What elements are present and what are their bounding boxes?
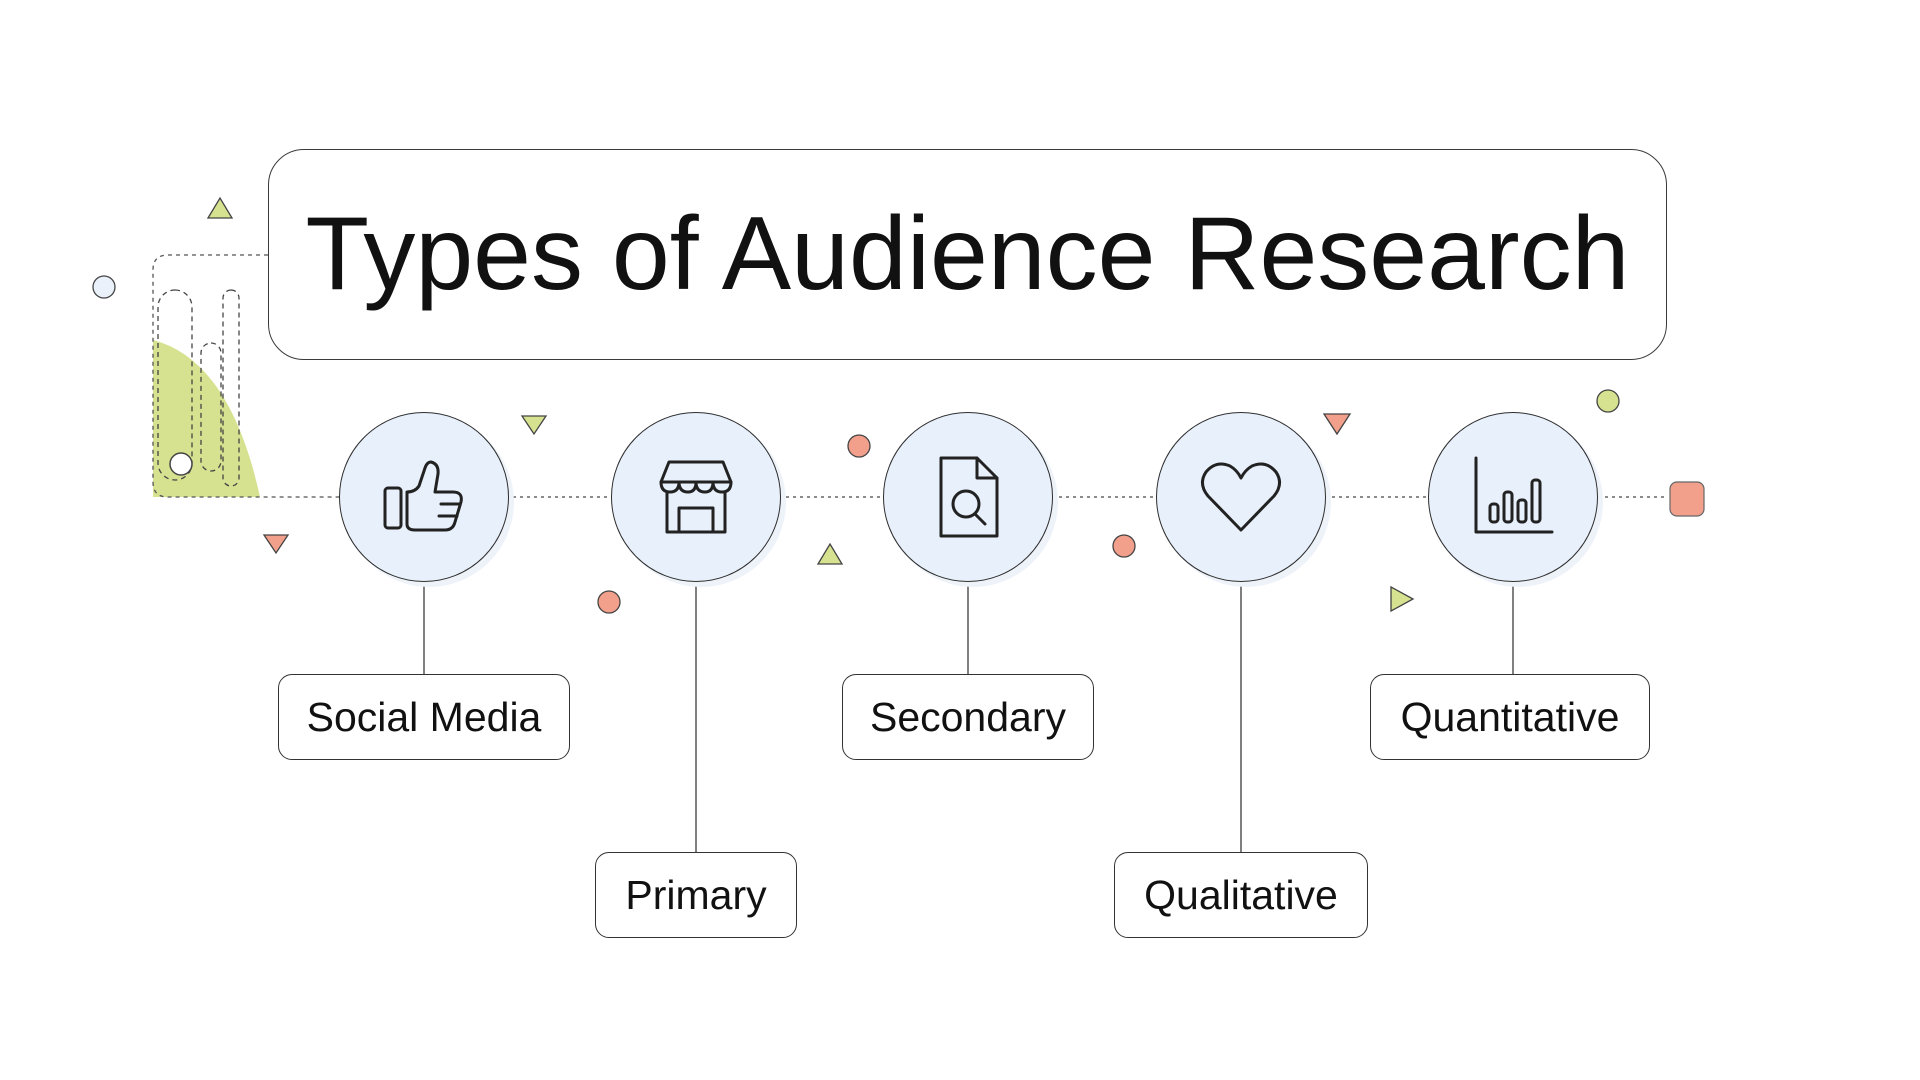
node-social-media [339, 412, 509, 582]
decorative-green-leaf [153, 340, 260, 497]
label-primary: Primary [595, 852, 797, 938]
decorative-green-dot [1596, 389, 1620, 413]
decorative-coral-dot-1 [597, 590, 621, 614]
end-square [1669, 481, 1705, 517]
node-quantitative [1428, 412, 1598, 582]
label-text: Social Media [306, 693, 542, 740]
node-secondary [883, 412, 1053, 582]
decorative-coral-dot-2 [847, 434, 871, 458]
decorative-triangle-green-4 [1390, 585, 1415, 613]
document-search-icon [939, 456, 999, 538]
heart-icon [1201, 462, 1281, 532]
page-title: Types of Audience Research [305, 196, 1630, 312]
decorative-triangle-coral-1 [262, 534, 290, 555]
label-qualitative: Qualitative [1114, 852, 1368, 938]
decorative-triangle-green-2 [520, 415, 548, 436]
bar-chart-icon [1474, 456, 1554, 534]
left-dashed-frame [152, 254, 338, 498]
label-text: Qualitative [1144, 871, 1338, 918]
node-qualitative [1156, 412, 1326, 582]
decorative-white-dot [169, 452, 193, 476]
label-text: Quantitative [1400, 693, 1620, 740]
storefront-icon [659, 460, 733, 534]
label-social-media: Social Media [278, 674, 570, 760]
decorative-blue-dot [92, 275, 116, 299]
decorative-coral-dot-3 [1112, 534, 1136, 558]
decorative-pill-3 [222, 289, 240, 487]
label-secondary: Secondary [842, 674, 1094, 760]
decorative-triangle-coral-2 [1322, 413, 1352, 436]
node-primary [611, 412, 781, 582]
title-box: Types of Audience Research [268, 149, 1667, 360]
decorative-triangle-green-1 [206, 196, 234, 219]
thumbs-up-icon [383, 460, 463, 532]
decorative-pill-2 [200, 342, 222, 472]
decorative-pill-1 [157, 289, 193, 481]
decorative-triangle-green-3 [816, 542, 844, 565]
label-text: Secondary [869, 693, 1066, 740]
label-text: Primary [625, 871, 767, 918]
label-quantitative: Quantitative [1370, 674, 1650, 760]
